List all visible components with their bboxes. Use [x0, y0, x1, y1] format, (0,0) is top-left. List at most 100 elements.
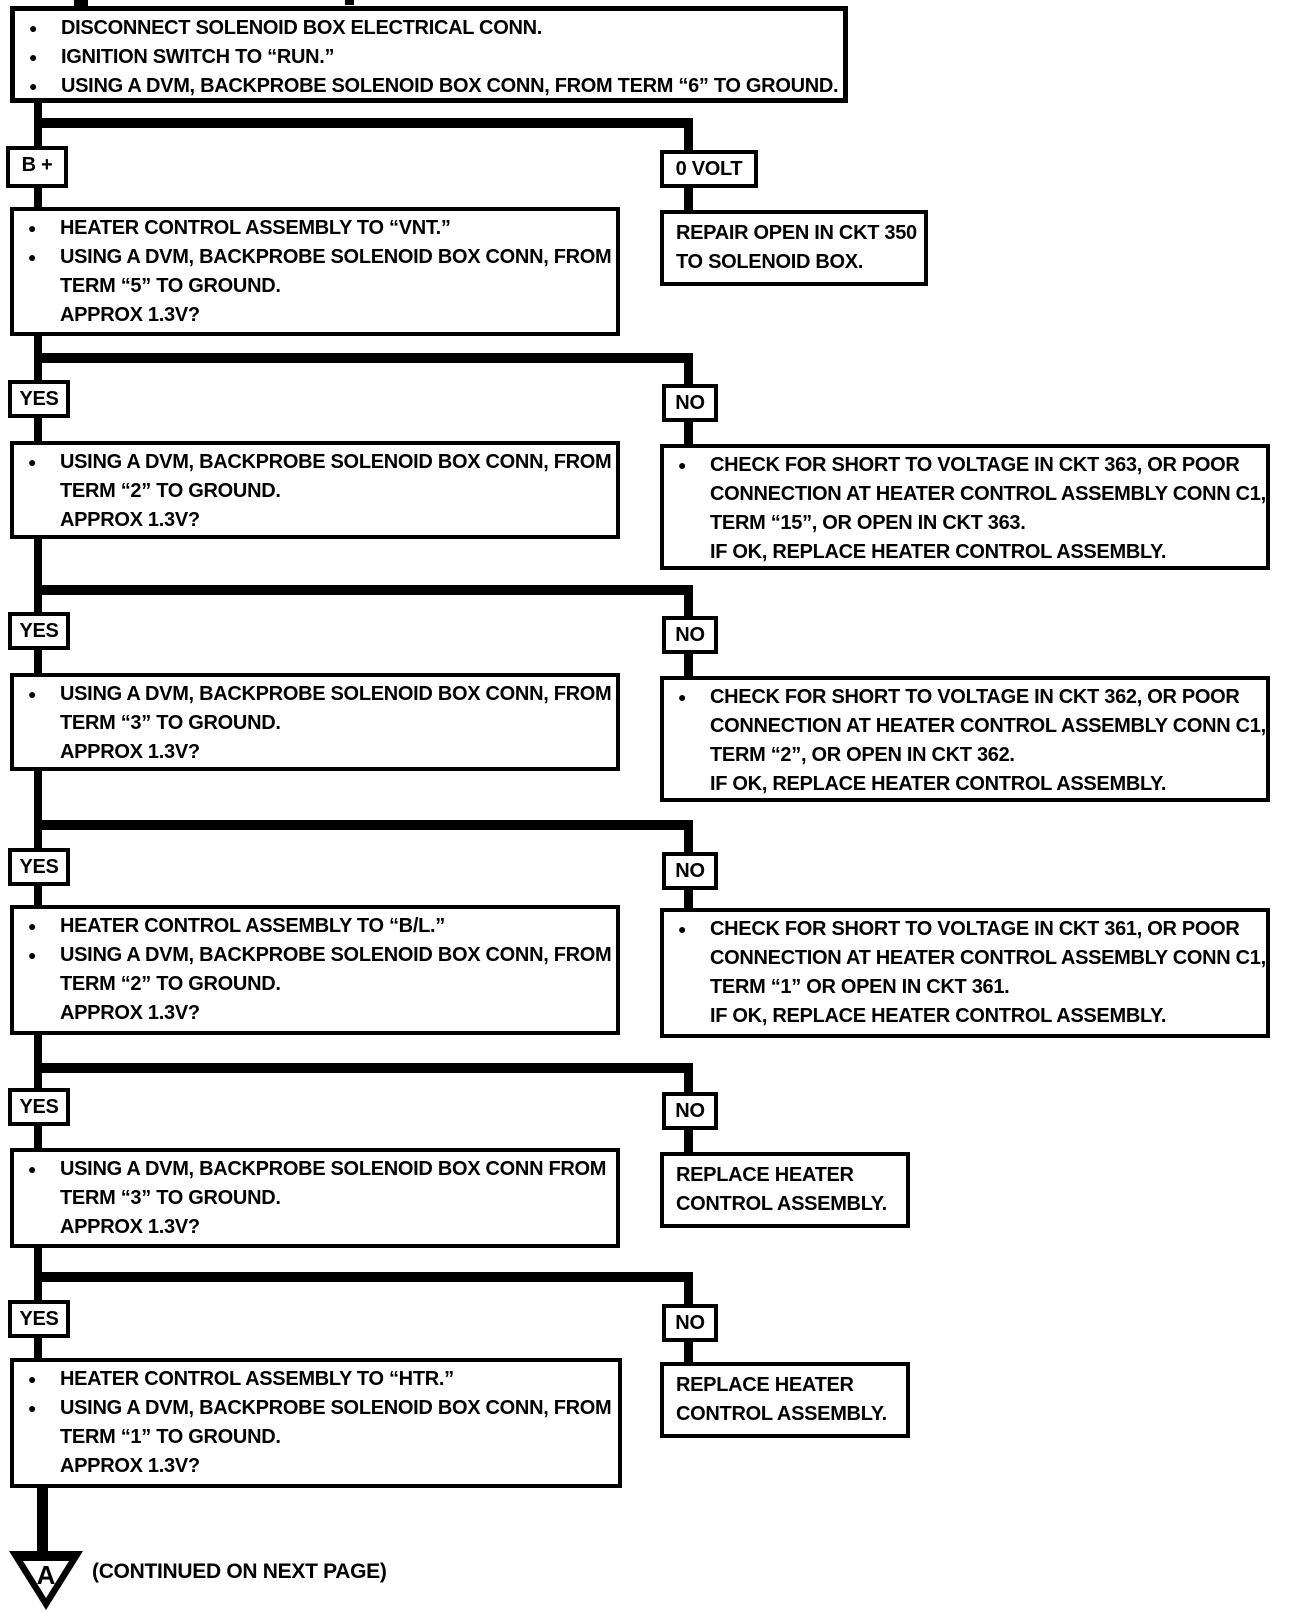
box-text: TO SOLENOID BOX. — [676, 251, 864, 273]
box-line: APPROX 1.3V? — [28, 506, 608, 535]
box-line: APPROX 1.3V? — [28, 301, 608, 330]
box-line: CONNECTION AT HEATER CONTROL ASSEMBLY CO… — [678, 712, 1266, 741]
box-line: REPLACE HEATER — [676, 1161, 898, 1190]
connector-line — [34, 1126, 42, 1148]
bullet-icon: ● — [678, 689, 687, 705]
bullet-spacer — [678, 973, 710, 1002]
bullet-icon: ● — [28, 947, 37, 963]
box-text: TERM “2”, OR OPEN IN CKT 362. — [710, 744, 1015, 766]
box-line: ●USING A DVM, BACKPROBE SOLENOID BOX CON… — [28, 243, 612, 272]
box-line: ●IGNITION SWITCH TO “RUN.” — [29, 43, 835, 72]
no-label-text: NO — [675, 624, 705, 646]
connector-line — [684, 830, 693, 852]
box-text: TERM “3” TO GROUND. — [60, 1187, 281, 1209]
box-line: ●USING A DVM, BACKPROBE SOLENOID BOX CON… — [28, 1394, 612, 1423]
no-label-text: NO — [675, 1100, 705, 1122]
scan-artifact — [345, 0, 354, 5]
box-text: APPROX 1.3V? — [60, 509, 200, 531]
box-text: USING A DVM, BACKPROBE SOLENOID BOX CONN… — [60, 1397, 612, 1419]
bullet-spacer — [678, 480, 710, 509]
bullet-icon: ● — [678, 921, 687, 937]
box-text: CONTROL ASSEMBLY. — [676, 1403, 887, 1425]
bullet-spacer — [28, 506, 60, 535]
box-line: ●HEATER CONTROL ASSEMBLY TO “B/L.” — [28, 912, 608, 941]
connector-a-triangle: A — [9, 1551, 83, 1610]
box-line: TERM “2”, OR OPEN IN CKT 362. — [678, 741, 1258, 770]
bullet-spacer — [678, 1002, 710, 1031]
yes-label-text: YES — [19, 388, 59, 410]
yes-label-1: YES — [8, 380, 70, 418]
connector-line — [34, 886, 42, 905]
connector-line — [34, 418, 42, 441]
box-line: ●HEATER CONTROL ASSEMBLY TO “VNT.” — [28, 214, 608, 243]
box-text: TERM “2” TO GROUND. — [60, 973, 281, 995]
yes-label-text: YES — [19, 1096, 59, 1118]
box-text: CONNECTION AT HEATER CONTROL ASSEMBLY CO… — [710, 483, 1266, 505]
box-line: APPROX 1.3V? — [28, 1452, 610, 1481]
box-text: USING A DVM, BACKPROBE SOLENOID BOX CONN… — [60, 944, 612, 966]
no-label-1: NO — [662, 384, 718, 422]
triangle-inner — [23, 1561, 69, 1598]
box-line: ● USING A DVM, BACKPROBE SOLENOID BOX CON… — [29, 72, 839, 101]
bullet-icon: ● — [28, 220, 37, 236]
box-line: TERM “3” TO GROUND. — [28, 1184, 608, 1213]
box-text: USING A DVM, BACKPROBE SOLENOID BOX CONN… — [61, 75, 839, 97]
start-instructions-box: ● DISCONNECT SOLENOID BOX ELECTRICAL CONN… — [10, 6, 848, 103]
box-text: CONNECTION AT HEATER CONTROL ASSEMBLY CO… — [710, 947, 1266, 969]
box-text: DISCONNECT SOLENOID BOX ELECTRICAL CONN. — [61, 17, 542, 39]
box-text: TERM “15”, OR OPEN IN CKT 363. — [710, 512, 1026, 534]
box-line: TERM “2” TO GROUND. — [28, 970, 608, 999]
branch-label-text: B + — [21, 154, 53, 176]
box-line: IF OK, REPLACE HEATER CONTROL ASSEMBLY. — [678, 538, 1258, 567]
bullet-spacer — [28, 1423, 60, 1452]
box-text: REPLACE HEATER — [676, 1164, 854, 1186]
box-text: IF OK, REPLACE HEATER CONTROL ASSEMBLY. — [710, 1005, 1167, 1027]
yes-label-5: YES — [8, 1300, 70, 1338]
connector-line — [684, 1342, 693, 1362]
connector-line — [684, 890, 693, 908]
bullet-spacer — [28, 301, 60, 330]
box-text: CHECK FOR SHORT TO VOLTAGE IN CKT 362, O… — [710, 686, 1240, 708]
box-text: APPROX 1.3V? — [60, 741, 200, 763]
bullet-spacer — [678, 944, 710, 973]
bullet-spacer — [678, 770, 710, 799]
box-line: TO SOLENOID BOX. — [676, 248, 916, 277]
bullet-icon: ● — [29, 78, 38, 94]
connector-line — [34, 118, 693, 128]
box-text: TERM “1” TO GROUND. — [60, 1426, 281, 1448]
connector-line — [34, 650, 42, 673]
connector-line — [37, 1488, 48, 1554]
box-text: TERM “3” TO GROUND. — [60, 712, 281, 734]
box-text: CONTROL ASSEMBLY. — [676, 1193, 887, 1215]
bullet-spacer — [678, 712, 710, 741]
box-line: ● CHECK FOR SHORT TO VOLTAGE IN CKT 362, … — [678, 683, 1258, 712]
box-line: ●DISCONNECT SOLENOID BOX ELECTRICAL CONN… — [29, 14, 835, 43]
box-line: TERM “1” OR OPEN IN CKT 361. — [678, 973, 1258, 1002]
bullet-spacer — [28, 709, 60, 738]
bullet-icon: ● — [28, 918, 37, 934]
branch-label-b-plus: B + — [6, 146, 68, 188]
connector-line — [34, 1063, 693, 1073]
no-label-5: NO — [662, 1304, 718, 1342]
bullet-icon: ● — [28, 1371, 37, 1387]
box-line: TERM “3” TO GROUND. — [28, 709, 608, 738]
box-text: APPROX 1.3V? — [60, 304, 200, 326]
no-label-text: NO — [675, 392, 705, 414]
box-text: REPAIR OPEN IN CKT 350 — [676, 222, 917, 244]
box-line: TERM “5” TO GROUND. — [28, 272, 608, 301]
yes-label-text: YES — [19, 620, 59, 642]
box-line: APPROX 1.3V? — [28, 738, 608, 767]
yes-label-2: YES — [8, 612, 70, 650]
box-line: TERM “1” TO GROUND. — [28, 1423, 610, 1452]
bullet-spacer — [28, 999, 60, 1028]
box-text: USING A DVM, BACKPROBE SOLENOID BOX CONN… — [60, 683, 612, 705]
connector-line — [34, 820, 693, 830]
no-label-text: NO — [675, 1312, 705, 1334]
box-line: APPROX 1.3V? — [28, 999, 608, 1028]
bullet-icon: ● — [28, 1161, 37, 1177]
bullet-spacer — [28, 1452, 60, 1481]
connector-line — [684, 422, 693, 444]
continued-note: (CONTINUED ON NEXT PAGE) — [92, 1560, 387, 1583]
box-line: ●USING A DVM, BACKPROBE SOLENOID BOX CON… — [28, 680, 612, 709]
